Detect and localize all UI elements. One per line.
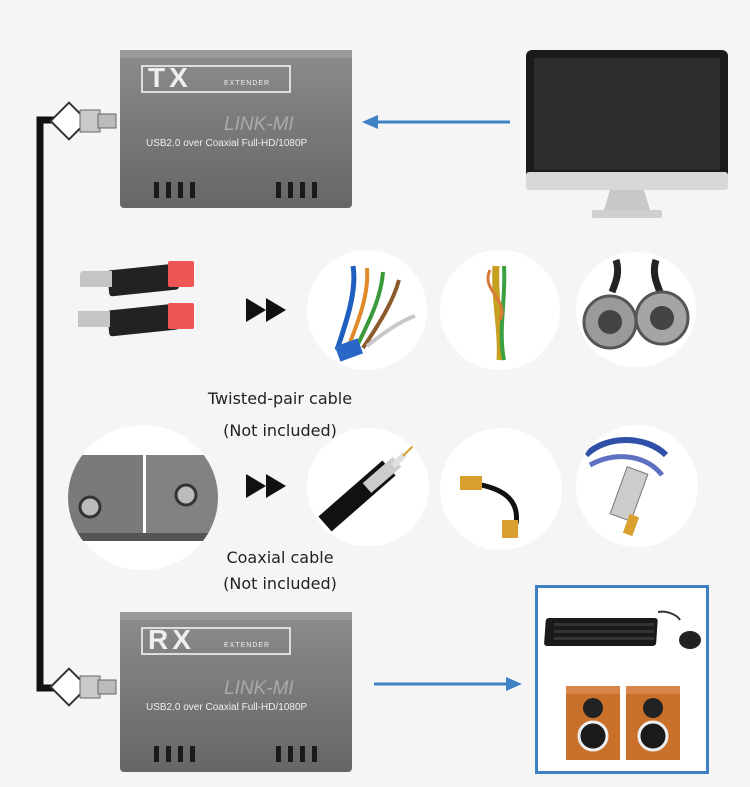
- speaker-left-icon: [566, 686, 620, 760]
- computer-monitor: [526, 50, 728, 222]
- tx-extender-unit: TX EXTENDER LINK-MI USB2.0 over Coaxial …: [120, 50, 352, 208]
- double-arrow-2: [246, 474, 286, 498]
- twisted-pair-label: Twisted-pair cable: [207, 389, 353, 408]
- arrow-monitor-to-tx: [362, 115, 510, 129]
- twisted-pair-note: (Not included): [223, 421, 337, 440]
- tx-brand: LINK-MI: [224, 114, 294, 135]
- rx-badge: RX: [148, 624, 195, 655]
- bnc-connector-top: [49, 101, 117, 141]
- arrow-rx-to-peripherals: [374, 677, 522, 691]
- extender-ports-image: [68, 425, 218, 570]
- double-arrow-1: [246, 298, 286, 322]
- rx-model-line: USB2.0 over Coaxial Full-HD/1080P: [146, 702, 308, 713]
- tx-model-line: USB2.0 over Coaxial Full-HD/1080P: [146, 138, 308, 149]
- speaker-right-icon: [626, 686, 680, 760]
- tx-badge: TX: [148, 62, 192, 93]
- coaxial-note: (Not included): [223, 574, 337, 593]
- sma-cable-image: [440, 428, 562, 550]
- coaxial-cable-image: [307, 428, 429, 546]
- rx-brand: LINK-MI: [224, 678, 294, 699]
- rx-badge-sub: EXTENDER: [224, 642, 271, 649]
- bnc-connector-bottom: [49, 667, 117, 707]
- keyboard-icon: [544, 618, 658, 646]
- peripherals-box: [535, 585, 709, 774]
- mouse-icon: [657, 610, 701, 649]
- coaxial-label: Coaxial cable: [226, 548, 334, 567]
- twisted-pair-cable-image: [307, 250, 427, 370]
- balun-adapter-image: [68, 245, 218, 370]
- rx-extender-unit: RX EXTENDER LINK-MI USB2.0 over Coaxial …: [120, 612, 352, 772]
- copper-wire-image: [440, 250, 560, 370]
- black-link-cable: [36, 101, 117, 707]
- rca-cable-image: [576, 425, 698, 547]
- tx-badge-sub: EXTENDER: [224, 80, 271, 87]
- bnc-cable-pair-image: [576, 252, 696, 367]
